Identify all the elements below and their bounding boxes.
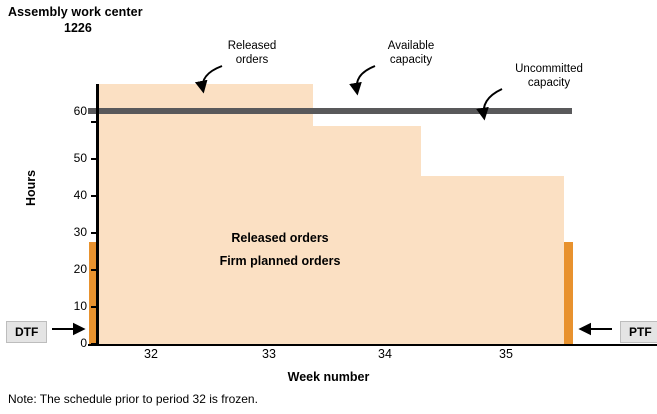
y-tick-mark-30 (91, 232, 97, 234)
y-tick-mark-0 (91, 343, 97, 345)
y-axis-title: Hours (24, 169, 38, 206)
y-tick-label-10: 10 (73, 299, 87, 313)
x-axis-line (88, 344, 657, 346)
x-axis-title: Week number (287, 370, 370, 384)
bar-week-34 (313, 126, 421, 344)
inner-label-released-orders: Released orders (231, 231, 329, 245)
y-axis-line (96, 84, 99, 346)
callout-uncommitted-capacity-line2: capacity (527, 77, 571, 89)
dtf-marker-bar (89, 242, 98, 344)
callout-released-orders-line1: Released (227, 40, 277, 52)
y-tick-mark-50 (91, 158, 97, 160)
callout-available-capacity-line2: capacity (389, 54, 433, 66)
y-tick-mark-40 (91, 195, 97, 197)
callout-available-capacity: Available capacity (355, 39, 467, 67)
callout-released-orders: Released orders (192, 39, 312, 67)
callout-released-orders-line2: orders (235, 54, 269, 66)
y-tick-label-30: 30 (73, 225, 87, 239)
y-tick-mark-20 (91, 269, 97, 271)
x-tick-label-34: 34 (378, 347, 392, 361)
chart-title-line2: 1226 (64, 21, 92, 35)
bar-week-35 (421, 176, 564, 344)
x-tick-label-33: 33 (262, 347, 276, 361)
y-tick-label-40: 40 (73, 188, 87, 202)
chart-title-line1: Assembly work center (8, 5, 143, 19)
y-tick-label-60: 60 (73, 104, 87, 118)
inner-label-firm-planned-orders: Firm planned orders (219, 254, 341, 268)
y-tick-label-50: 50 (73, 151, 87, 165)
y-tick-mark-10 (91, 306, 97, 308)
ptf-marker-bar (564, 242, 573, 344)
y-tick-label-20: 20 (73, 262, 87, 276)
dtf-tag: DTF (6, 321, 48, 343)
figure-note: Note: The schedule prior to period 32 is… (8, 392, 258, 406)
y-tick-label-0: 0 (80, 336, 87, 350)
callout-uncommitted-capacity-line1: Uncommitted (515, 63, 583, 75)
callout-uncommitted-capacity: Uncommitted capacity (487, 62, 611, 90)
bar-week-32-33 (98, 84, 313, 344)
callout-available-capacity-line1: Available (387, 40, 435, 52)
x-tick-label-35: 35 (499, 347, 513, 361)
ptf-tag: PTF (620, 321, 657, 343)
available-capacity-line (88, 108, 572, 114)
y-tick-mark-60 (91, 121, 97, 123)
x-tick-label-32: 32 (144, 347, 158, 361)
